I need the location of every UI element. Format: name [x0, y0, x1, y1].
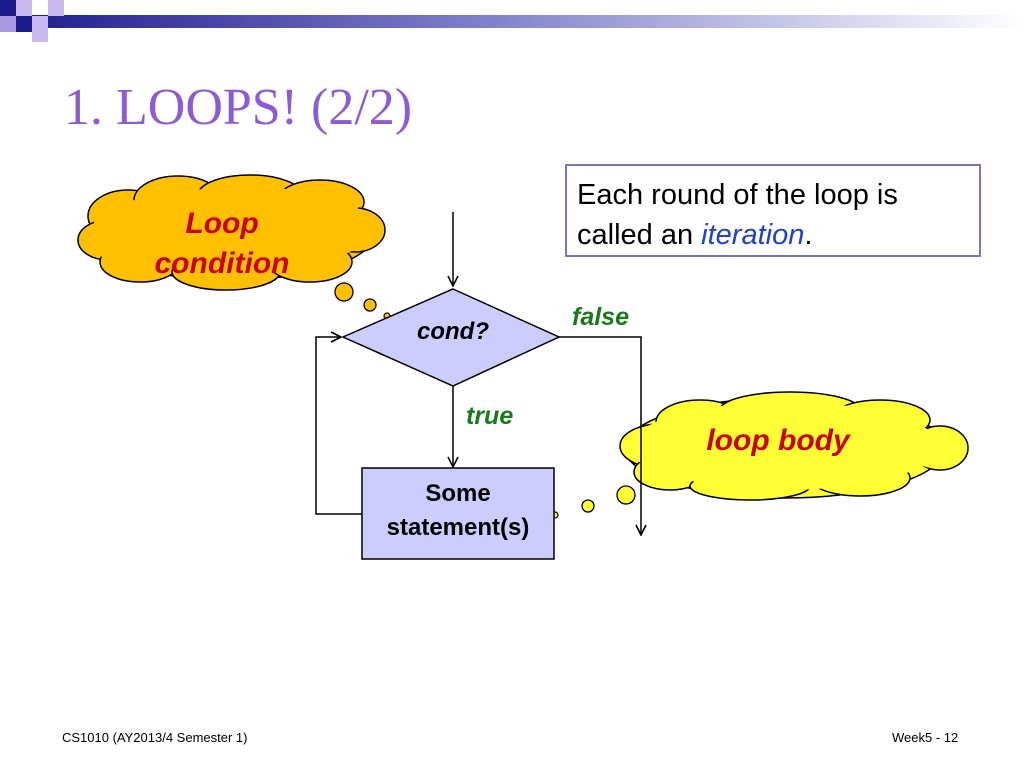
note-text: Each round of the loop is called an [577, 179, 898, 251]
thought-bubble-medium [581, 499, 595, 513]
decision-label: cond? [417, 318, 489, 345]
loop-back-arrow [315, 337, 362, 515]
note-emphasis: iteration [701, 219, 805, 251]
footer-page-number: Week5 - 12 [892, 730, 959, 745]
callout-condition-line2: condition [155, 247, 290, 280]
process-node: Some statement(s) [361, 467, 555, 560]
header-decoration [0, 0, 1024, 42]
process-label-line1: Some [425, 480, 490, 507]
thought-bubble-medium [363, 298, 377, 312]
thought-bubble-large [616, 485, 636, 505]
loop-body-callout: loop body [551, 391, 969, 519]
false-exit-arrow [559, 336, 641, 535]
loop-condition-callout: Loop condition [77, 174, 391, 320]
footer-course: CS1010 (AY2013/4 Semester 1) [62, 730, 248, 745]
decision-node: cond? [341, 288, 561, 387]
iteration-note-box: Each round of the loop is called an iter… [565, 164, 981, 257]
false-branch-label: false [572, 303, 629, 331]
flow-connectors [315, 212, 641, 535]
thought-bubble-large [334, 282, 354, 302]
true-branch-label: true [466, 402, 513, 430]
slide-title: 1. LOOPS! (2/2) [64, 79, 413, 136]
note-suffix: . [804, 219, 813, 251]
callout-condition-line1: Loop [185, 207, 258, 240]
process-label-line2: statement(s) [387, 514, 530, 541]
callout-body-label: loop body [706, 424, 851, 457]
